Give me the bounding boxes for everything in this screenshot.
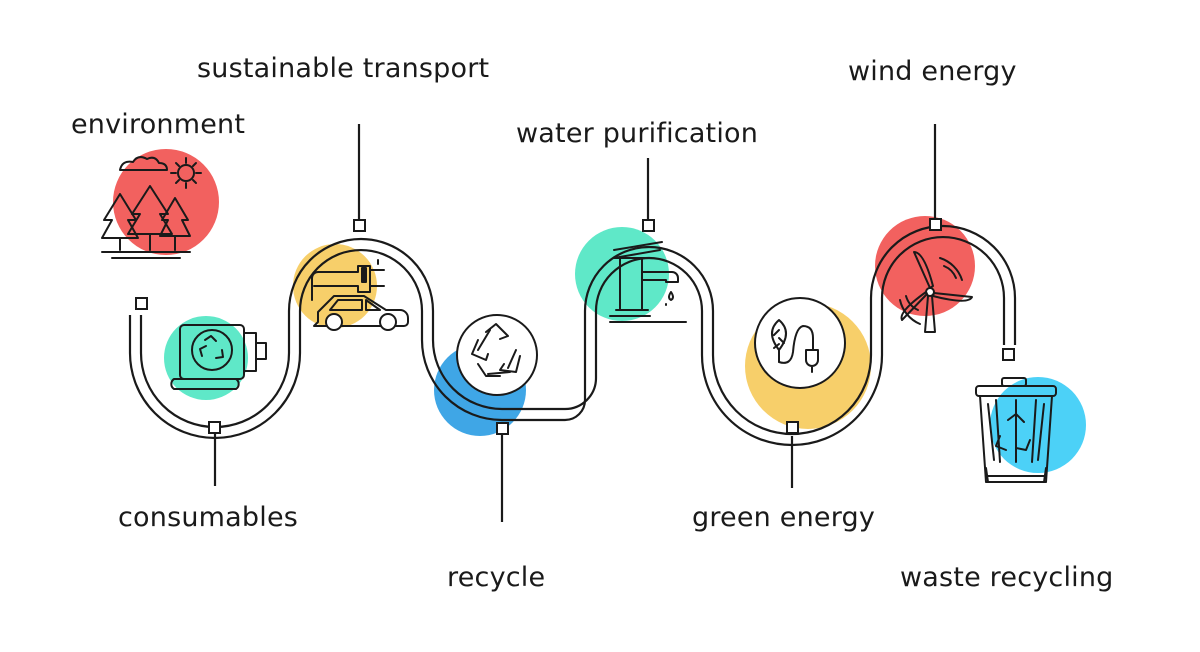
water-color-circle	[575, 227, 669, 321]
wind-turbine-icon	[899, 251, 973, 333]
connector-square	[208, 421, 221, 434]
connector-square	[642, 219, 655, 232]
connector-square	[786, 421, 799, 434]
label-water-purification: water purification	[516, 118, 759, 149]
label-wind-energy: wind energy	[848, 56, 1017, 87]
air-purifier-icon	[170, 324, 267, 390]
forest-icon	[101, 156, 202, 259]
connector-square	[353, 219, 366, 232]
connector-squares	[135, 218, 1015, 435]
connector-square	[496, 422, 509, 435]
connector-square	[135, 297, 148, 310]
faucet-icon	[609, 241, 687, 323]
recycle-icon	[456, 314, 538, 396]
electric-car-icon	[311, 259, 409, 331]
connector-square	[1002, 348, 1015, 361]
label-waste-recycling: waste recycling	[900, 562, 1114, 593]
connector-square	[929, 218, 942, 231]
consumables-color-circle	[164, 316, 248, 400]
label-recycle: recycle	[447, 562, 546, 593]
winding-path	[128, 124, 1017, 522]
leaf-plug-icon	[754, 297, 846, 389]
waste-color-circle	[990, 377, 1086, 473]
recycling-bin-icon	[975, 377, 1057, 483]
environment-color-circle	[113, 149, 219, 255]
label-green-energy: green energy	[692, 502, 876, 533]
label-environment: environment	[71, 109, 246, 140]
label-sustainable-transport: sustainable transport	[197, 53, 490, 84]
label-consumables: consumables	[118, 502, 299, 533]
